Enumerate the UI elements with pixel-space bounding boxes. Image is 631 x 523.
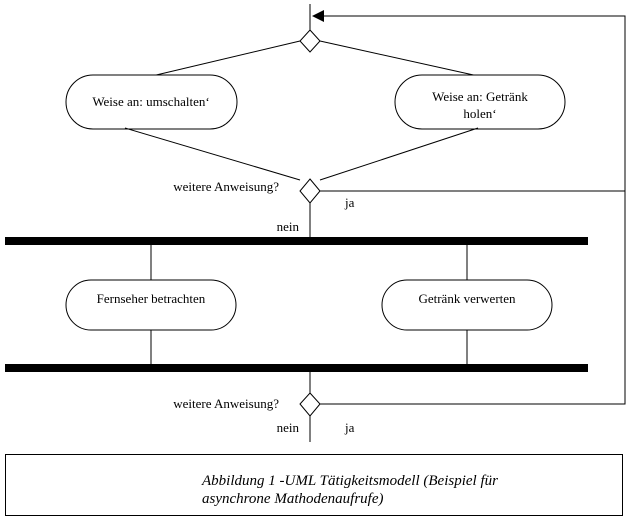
flow-getraenk-to-decision: [319, 127, 479, 181]
decision-1-no-label: nein: [277, 219, 300, 234]
activity-umschalten: [65, 74, 238, 130]
loop-back-flow-2: [320, 191, 626, 405]
fork-bar: [5, 237, 588, 245]
decision-2-question: weitere Anweisung?: [173, 396, 279, 411]
decision-1-yes-label: ja: [344, 195, 355, 210]
caption-box: Abbildung 1 -UML Tätigkeitsmodell (Beisp…: [5, 454, 623, 516]
activity-getraenk-verwerten-label: Getränk verwerten: [418, 291, 516, 306]
activity-getraenk-holen-label-line2: holen‘: [463, 106, 496, 121]
arrowhead-icon: [312, 10, 324, 22]
activity-getraenk-holen-label-line1: Weise an: Getränk: [432, 89, 528, 104]
decision-1-question: weitere Anweisung?: [173, 179, 279, 194]
join-bar: [5, 364, 588, 372]
flow-to-umschalten: [151, 40, 301, 77]
activity-getraenk-holen: [394, 74, 566, 130]
decision-diamond-2: [299, 392, 321, 417]
flow-umschalten-to-decision: [124, 127, 301, 181]
activity-fernseher-betrachten-label: Fernseher betrachten: [97, 291, 206, 306]
decision-diamond-1: [299, 178, 321, 204]
decision-2-no-label: nein: [277, 420, 300, 435]
figure-caption: Abbildung 1 -UML Tätigkeitsmodell (Beisp…: [202, 473, 498, 507]
decision-2-yes-label: ja: [344, 420, 355, 435]
loop-back-flow-1: [320, 15, 626, 192]
merge-diamond-top: [299, 29, 321, 53]
activity-umschalten-label: Weise an: umschalten‘: [92, 94, 209, 109]
flow-to-getraenk-holen: [319, 40, 479, 77]
